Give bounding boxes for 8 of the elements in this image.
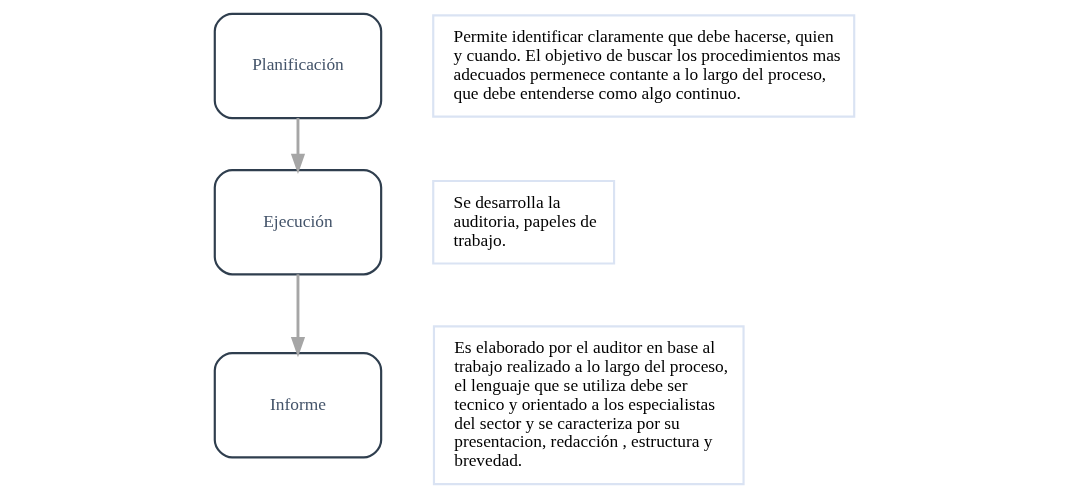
node-box: Permite identificar claramente que debe hacerse, quien y cuando. El objetivo de buscar los procedimientos mas adecuados permenece contante a lo largo del proceso, que debe entenderse como algo continuo. [432,14,856,118]
node-box: Es elaborado por el auditor en base al trabajo realizado a lo largo del proceso, el lenguaje que se utiliza debe ser tecnico y orientado a los especialistas del sector y se caracteriza por su presentacion, redacción , estructura y brevedad. [432,325,745,486]
node-box: Planificación [213,12,383,120]
arrow [290,274,306,358]
node-box: Se desarrolla la auditoria, papeles de trabajo. [432,179,616,265]
node-box: Ejecución [213,169,383,276]
node-box: Informe [213,352,383,459]
arrow [290,118,306,175]
